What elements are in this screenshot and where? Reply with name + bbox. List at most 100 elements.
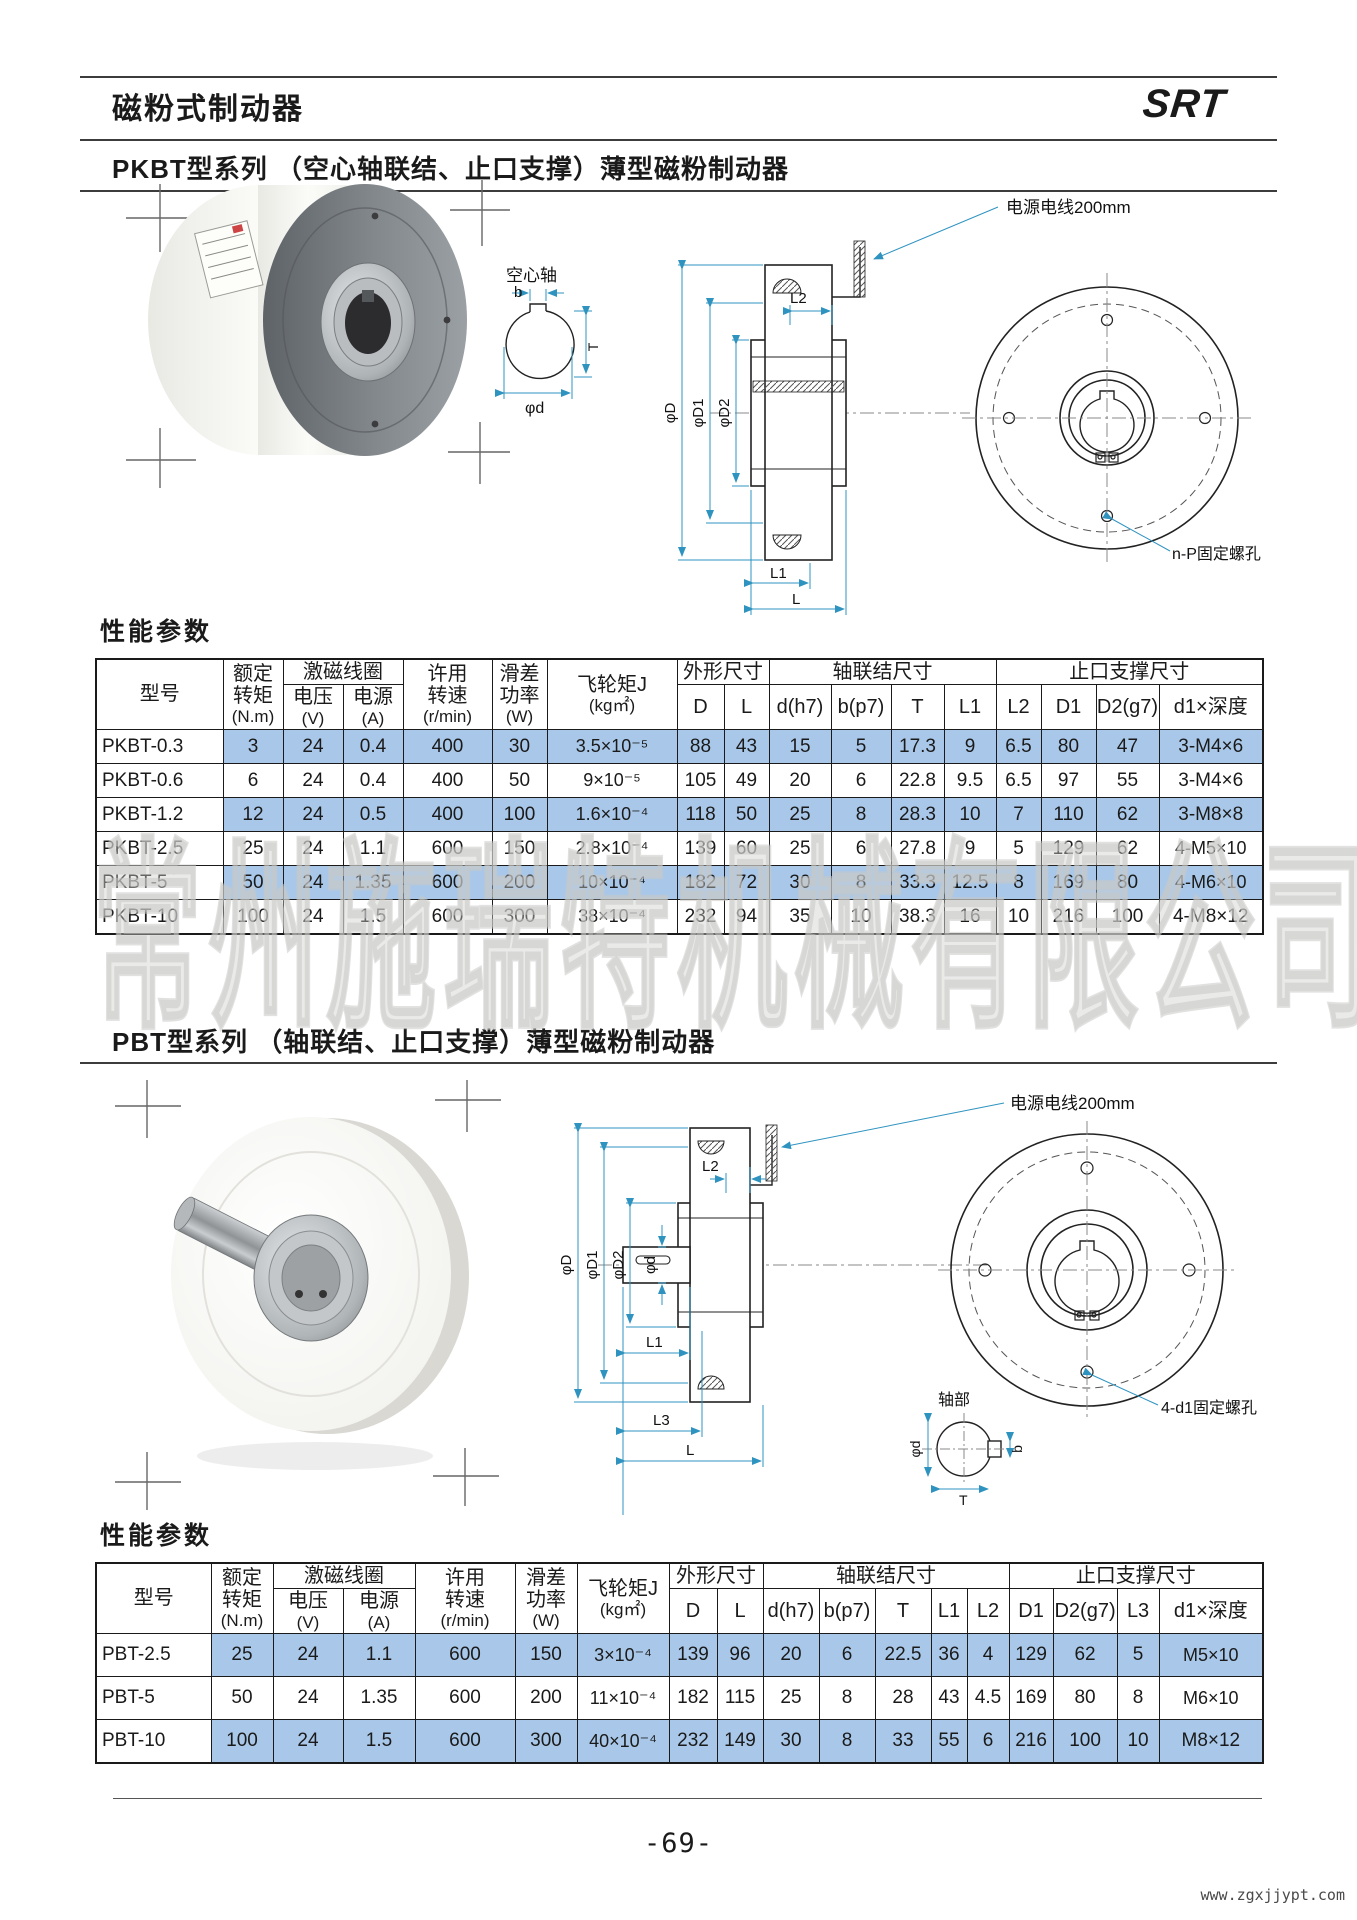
value-cell: 300	[491, 898, 548, 935]
col-coil-group: 激磁线圈	[272, 1562, 416, 1590]
value-cell: 16	[943, 898, 997, 935]
value-cell: 5	[830, 728, 892, 764]
value-cell: 1.1	[342, 1632, 416, 1677]
col-torque: 额定转矩(N.m)	[222, 658, 284, 730]
value-cell: 24	[282, 864, 344, 900]
col-speed: 许用转速(r/min)	[402, 658, 493, 730]
value-cell: 35	[768, 898, 832, 935]
value-cell: 0.4	[342, 762, 404, 798]
value-cell: 24	[272, 1632, 344, 1677]
dim-phi-D: φD	[662, 403, 679, 424]
value-cell: 0.5	[342, 796, 404, 832]
value-cell: 43	[723, 728, 770, 764]
value-cell: 50	[222, 864, 284, 900]
col-slip: 滑差功率(W)	[491, 658, 548, 730]
divider	[80, 76, 1277, 78]
col-L2: L2	[966, 1588, 1010, 1634]
value-cell: 216	[1008, 1718, 1054, 1764]
divider	[80, 1062, 1277, 1064]
col-outline-group: 外形尺寸	[676, 658, 770, 686]
value-cell: 150	[514, 1632, 578, 1677]
value-cell: 1.35	[342, 1675, 416, 1720]
dim-b: b	[1009, 1445, 1025, 1453]
value-cell: 8	[995, 864, 1042, 900]
model-cell: PKBT-0.3	[95, 728, 224, 764]
value-cell: 96	[716, 1632, 764, 1677]
value-cell: 28	[874, 1675, 932, 1720]
value-cell: 24	[272, 1675, 344, 1720]
value-cell: 72	[723, 864, 770, 900]
value-cell: 47	[1095, 728, 1160, 764]
value-cell: 216	[1040, 898, 1097, 935]
value-cell: 100	[222, 898, 284, 935]
value-cell: 5	[995, 830, 1042, 866]
value-cell: 50	[723, 796, 770, 832]
value-cell: 4-M8×12	[1158, 898, 1264, 935]
fixing-holes-label: 4-d1固定螺孔	[1161, 1399, 1257, 1417]
value-cell: 50	[210, 1675, 274, 1720]
value-cell: 24	[272, 1718, 344, 1764]
col-D1: D1	[1040, 684, 1097, 730]
value-cell: 600	[414, 1718, 516, 1764]
dim-L: L	[686, 1442, 694, 1459]
value-cell: 3-M8×8	[1158, 796, 1264, 832]
col-shaft-group: 轴联结尺寸	[762, 1562, 1010, 1590]
value-cell: 9.5	[943, 762, 997, 798]
value-cell: 10×10⁻⁴	[546, 864, 678, 900]
col-current: 电源(A)	[342, 1588, 416, 1634]
value-cell: 4-M6×10	[1158, 864, 1264, 900]
value-cell: 24	[282, 898, 344, 935]
col-bp7: b(p7)	[830, 684, 892, 730]
value-cell: 600	[414, 1675, 516, 1720]
value-cell: 600	[402, 830, 493, 866]
divider	[113, 1798, 1262, 1799]
page-number: -69-	[643, 1828, 714, 1859]
value-cell: 400	[402, 762, 493, 798]
value-cell: 182	[668, 1675, 718, 1720]
value-cell: 100	[210, 1718, 274, 1764]
dim-phi-D2: φD2	[716, 399, 733, 428]
col-outline-group: 外形尺寸	[668, 1562, 764, 1590]
value-cell: 25	[768, 796, 832, 832]
value-cell: 22.5	[874, 1632, 932, 1677]
value-cell: 1.5	[342, 1718, 416, 1764]
value-cell: 149	[716, 1718, 764, 1764]
value-cell: 30	[762, 1718, 820, 1764]
dim-phi-D1: φD1	[690, 399, 707, 428]
col-dh7: d(h7)	[768, 684, 832, 730]
value-cell: 80	[1040, 728, 1097, 764]
value-cell: 10	[943, 796, 997, 832]
value-cell: 6	[830, 830, 892, 866]
value-cell: 600	[402, 864, 493, 900]
value-cell: 6	[222, 762, 284, 798]
dim-L: L	[792, 591, 800, 608]
value-cell: 62	[1095, 830, 1160, 866]
col-L1: L1	[943, 684, 997, 730]
model-cell: PBT-10	[95, 1718, 212, 1764]
pkbt-product-photo	[126, 180, 510, 488]
value-cell: 3-M4×6	[1158, 762, 1264, 798]
col-L1: L1	[930, 1588, 968, 1634]
value-cell: 139	[676, 830, 725, 866]
srt-logo: SRT	[1140, 82, 1228, 126]
col-L3: L3	[1116, 1588, 1160, 1634]
value-cell: 1.6×10⁻⁴	[546, 796, 678, 832]
col-L2: L2	[995, 684, 1042, 730]
value-cell: 129	[1040, 830, 1097, 866]
value-cell: 10	[1116, 1718, 1160, 1764]
model-cell: PBT-2.5	[95, 1632, 212, 1677]
value-cell: 232	[676, 898, 725, 935]
col-voltage: 电压(V)	[272, 1588, 344, 1634]
col-flywheel: 飞轮矩J(kg㎡)	[546, 658, 678, 730]
col-D: D	[668, 1588, 718, 1634]
value-cell: 8	[818, 1718, 876, 1764]
params-heading-pkbt: 性能参数	[100, 618, 213, 646]
dim-phi-D2: φD2	[610, 1251, 627, 1280]
page-title: 磁粉式制动器	[112, 93, 304, 126]
value-cell: 5	[1116, 1632, 1160, 1677]
